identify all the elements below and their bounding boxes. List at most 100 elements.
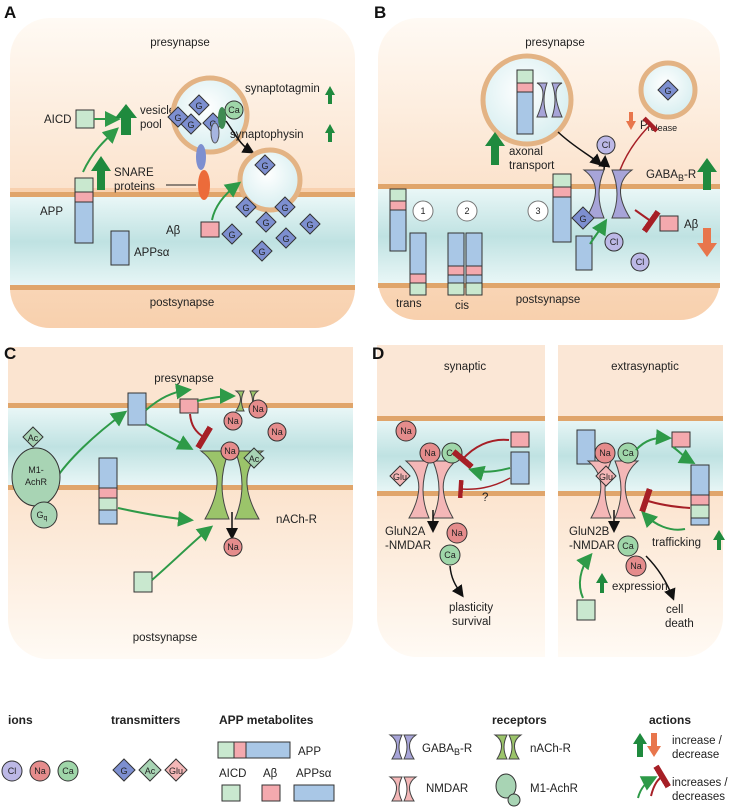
snare-label-2: proteins (114, 181, 155, 193)
nachr-receptor (199, 450, 265, 520)
legend-na-label: Na (34, 766, 46, 776)
axonal-transport-label-1: axonal (509, 146, 543, 158)
appsa-to-gabab-arrow (589, 218, 608, 245)
abeta-label-b: Aβ (684, 219, 699, 231)
gabab-label-b: GABAB-R (646, 169, 696, 183)
cell-death-label-1: cell (666, 604, 683, 616)
transport-to-membrane-arrow (557, 131, 603, 167)
glu-label: Glu (599, 472, 613, 482)
question-mark: ? (482, 492, 488, 504)
appsa-box-c (127, 392, 147, 426)
cl-ion (596, 135, 616, 155)
legend-receptors-title: receptors (492, 713, 547, 727)
panel-c-postsynapse-label: postsynapse (133, 632, 198, 644)
legend-nachr-icon (493, 734, 523, 760)
panel-b-postsynapse-label: postsynapse (516, 294, 581, 306)
legend-transmitters-title: transmitters (111, 713, 181, 727)
synaptotagmin-increase (325, 86, 335, 104)
panel-a-letter: A (4, 3, 16, 22)
appsa-label-a: APPsα (134, 247, 170, 259)
m1-label-1: M1- (28, 465, 44, 475)
panel-d-divider (545, 345, 558, 657)
panel-b-cleft (378, 188, 720, 285)
panel-c-post-membrane (8, 485, 353, 490)
legend-glu-label: Glu (169, 766, 183, 776)
ca-ion (617, 535, 639, 557)
appsa-box-d-syn (510, 451, 530, 485)
release-inhibit (619, 116, 659, 171)
legend-increase-arrow (633, 733, 647, 757)
legend-appsa-label: APPsα (296, 768, 332, 780)
na-label: Na (400, 426, 412, 436)
svg-text:Na: Na (271, 427, 283, 437)
legend-ac-label: Ac (145, 766, 156, 776)
release-decrease-arrow (626, 112, 636, 130)
survival-label: survival (452, 616, 491, 628)
expression-arrow (576, 552, 593, 599)
ca-ion-a-label: Ca (228, 105, 240, 115)
legend-incs-decs-2: decreases (672, 791, 725, 803)
legend-inc-dec-1: increase / (672, 735, 723, 747)
svg-text:Na: Na (227, 542, 239, 552)
aicd-box (75, 109, 95, 129)
app-to-vesicle-arrow (82, 127, 119, 173)
na-ion (446, 522, 468, 544)
expression-increase (596, 573, 608, 593)
glu-diamond (595, 465, 617, 487)
glu-diamond (389, 465, 411, 487)
na-label: Na (599, 448, 611, 458)
app-a-abeta-part (74, 191, 94, 203)
cl-out-arrow (598, 155, 611, 171)
legend-nmdar-icon (388, 776, 418, 802)
legend-cl-label: Cl (8, 766, 17, 776)
legend-gabab-label: GABAB-R (422, 743, 472, 757)
g-bound-diamond (571, 206, 595, 230)
ac-label: Ac (28, 433, 39, 443)
ac-label: Ac (249, 454, 260, 464)
g-label: G (261, 161, 268, 171)
legend-decreases-bar (650, 764, 671, 797)
panel-b-letter: B (374, 3, 386, 22)
legend-ions-title: ions (8, 713, 33, 727)
legend-gabab-icon (388, 734, 418, 760)
legend-appsa-box (293, 784, 335, 802)
snare-protein-blue (196, 144, 206, 170)
legend-nachr-label: nACh-R (530, 743, 571, 755)
na-ion (395, 420, 417, 442)
vesicle-pool-label-2: pool (140, 119, 162, 131)
app-label-a: APP (40, 206, 63, 218)
glun2a-receptor (404, 460, 458, 519)
glun2a-label-1: GluN2A (385, 526, 426, 538)
ca-ion-a (224, 100, 244, 120)
svg-text:G: G (228, 230, 235, 240)
panel-a-pre-membrane (10, 192, 355, 197)
na-ion (419, 442, 441, 464)
axonal-transport-label-2: transport (509, 160, 555, 172)
abeta-to-vesicle-arrow (211, 181, 242, 221)
panel-d: D synaptic extrasynaptic Glu Na Na Ca Gl… (372, 344, 725, 657)
abeta-box-a (200, 221, 220, 238)
aicd-box-c (133, 571, 153, 593)
app-to-nachr (117, 507, 194, 527)
svg-text:Na: Na (224, 446, 236, 456)
svg-text:G: G (262, 218, 269, 228)
synaptotagmin-label: synaptotagmin (245, 83, 320, 95)
legend: ions Cl Na Ca transmitters G Ac Glu APP … (1, 713, 728, 807)
glu-label: Glu (393, 472, 407, 482)
svg-text:Na: Na (252, 404, 264, 414)
legend-inc-dec-2: decrease (672, 749, 719, 761)
appsa-uncertain-inhibit (457, 477, 511, 499)
panel-c-letter: C (4, 344, 16, 363)
na-ion (594, 442, 616, 464)
abeta-box-d-syn (510, 431, 530, 448)
glun2b-label-1: GluN2B (569, 526, 610, 538)
plasticity-arrow (449, 565, 464, 598)
g-diamond (657, 79, 679, 101)
vesicle-pool-label-1: vesicle (140, 105, 175, 117)
synaptic-label: synaptic (444, 361, 486, 373)
number-3-label: 3 (535, 206, 540, 216)
panel-a-presynapse-label: presynapse (150, 37, 209, 49)
number-2 (456, 200, 478, 222)
legend-na-ion (29, 760, 51, 782)
cl-label: Cl (610, 237, 619, 247)
